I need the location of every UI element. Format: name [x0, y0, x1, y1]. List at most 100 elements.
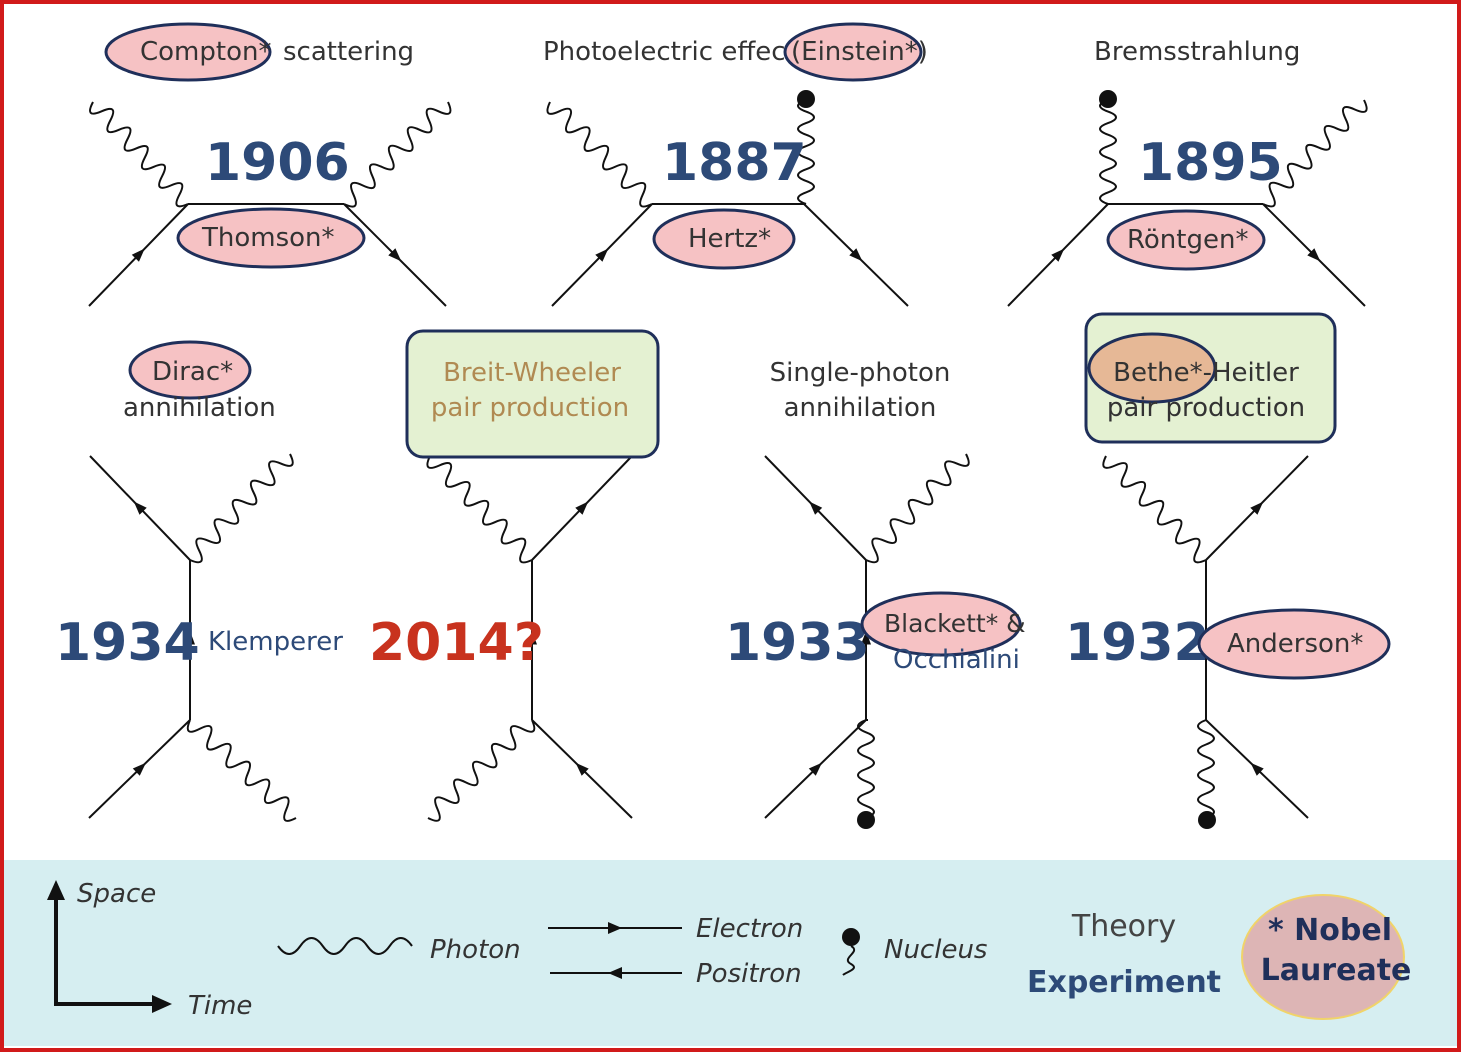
breit-wheeler-year: 2014? [369, 613, 544, 673]
legend-time: Time [188, 991, 252, 1021]
single-photon-nucleus [857, 811, 875, 829]
photoelectric-nucleus-photon [797, 99, 815, 205]
bremsstrahlung-incoming-electron-arrow [1051, 248, 1065, 262]
dirac-photon-bottom [186, 719, 297, 822]
photoelectric-incoming-electron-arrow [595, 248, 609, 262]
single-photon-photon [865, 453, 970, 564]
breit-wheeler-photon-top [426, 455, 533, 564]
breit-wheeler-photon-bottom [427, 719, 536, 822]
bremsstrahlung-panel: Bremsstrahlung 1895 Röntgen* [1094, 37, 1300, 271]
bethe-heitler-electron-arrow [1250, 501, 1264, 515]
compton-incoming-electron-arrow [131, 248, 145, 262]
dirac-year: 1934 [55, 613, 200, 673]
legend-nucleus-dot [842, 928, 860, 946]
bethe-heitler-line2: pair production [1107, 393, 1305, 423]
klemperer-label: Klemperer [208, 627, 343, 657]
legend-electron-arrow [608, 922, 622, 934]
legend-nobel-line2: Laureate [1261, 953, 1412, 988]
bremsstrahlung-title: Bremsstrahlung [1094, 37, 1300, 67]
single-photon-electron-arrow [808, 762, 822, 776]
photoelectric-outgoing-electron-arrow [849, 248, 863, 262]
space-arrowhead [47, 880, 65, 900]
bremsstrahlung-nucleus [1099, 90, 1117, 108]
breit-wheeler-electron-arrow [575, 501, 589, 515]
bethe-laureate-ellipse [1087, 332, 1217, 404]
bremsstrahlung-outgoing-electron-arrow [1307, 248, 1321, 262]
single-photon-panel: Single-photon annihilation 1933 Blackett… [725, 358, 1026, 675]
bethe-heitler-year: 1932 [1065, 613, 1210, 673]
hertz-label: Hertz* [688, 224, 771, 254]
blackett-laureate-ellipse [860, 591, 1022, 657]
dirac-title: annihilation [123, 393, 276, 423]
bethe-heitler-positron-arrow [1250, 762, 1264, 776]
blackett-label: Blackett* & [884, 609, 1026, 638]
occhialini-label: Occhialini [893, 645, 1020, 675]
bremsstrahlung-nucleus-photon [1099, 99, 1117, 205]
compton-title-process: scattering [283, 37, 414, 67]
nobel-laureate-badge [1241, 894, 1405, 1020]
compton-year: 1906 [205, 133, 350, 193]
photoelectric-year: 1887 [662, 133, 807, 193]
dirac-laureate-ellipse [128, 340, 252, 400]
single-photon-line2: annihilation [784, 393, 937, 423]
breit-wheeler-panel: Breit-Wheeler pair production 2014? [369, 329, 660, 673]
breit-wheeler-positron-arrow [575, 762, 589, 776]
bethe-heitler-panel: Bethe*-Heitler pair production 1932 Ande… [1065, 312, 1391, 680]
legend-band [4, 860, 1457, 1046]
diagram-lines [88, 90, 1368, 955]
legend-photon-squiggle [277, 937, 413, 955]
bremsstrahlung-year: 1895 [1138, 133, 1283, 193]
photoelectric-title: Photoelectric effect [543, 37, 796, 67]
legend-nucleus-squiggle [842, 945, 856, 976]
single-photon-positron-arrow [809, 501, 823, 515]
compton-incoming-photon [89, 101, 189, 208]
legend-nobel-line1: * Nobel [1268, 913, 1392, 948]
compton-outgoing-photon [343, 101, 452, 208]
hertz-laureate-ellipse [652, 208, 796, 270]
legend-experiment: Experiment [1027, 965, 1221, 1000]
rontgen-label: Röntgen* [1127, 225, 1248, 255]
legend-space: Space [77, 879, 156, 909]
rontgen-laureate-ellipse [1106, 209, 1266, 271]
breit-wheeler-line1: Breit-Wheeler [443, 358, 621, 388]
dirac-label: Dirac* [152, 357, 233, 387]
dirac-photon-top [189, 453, 294, 564]
thomson-label: Thomson* [201, 223, 335, 253]
einstein-label: (Einstein*) [791, 37, 928, 67]
single-photon-year: 1933 [725, 613, 870, 673]
legend-electron: Electron [696, 914, 803, 944]
compton-title-name: Compton* [140, 37, 271, 67]
breit-wheeler-line2: pair production [431, 393, 629, 423]
legend-positron: Positron [696, 959, 802, 989]
breit-wheeler-propagator-arrow [527, 631, 537, 645]
legend-nucleus: Nucleus [884, 935, 987, 965]
bethe-heitler-nucleus [1198, 811, 1216, 829]
anderson-laureate-ellipse [1197, 608, 1391, 680]
bethe-heitler-nucleus-photon [1197, 719, 1215, 819]
single-photon-line1: Single-photon [770, 358, 951, 388]
photoelectric-nucleus [797, 90, 815, 108]
thomson-laureate-ellipse [176, 207, 366, 269]
bremsstrahlung-emitted-photon [1262, 99, 1368, 208]
space-time-axes [54, 888, 160, 1006]
legend-theory: Theory [1071, 909, 1176, 944]
time-arrowhead [152, 995, 172, 1013]
legend-positron-arrow [608, 967, 622, 979]
compton-panel: Compton* scattering 1906 Thomson* [104, 22, 414, 269]
legend-photon: Photon [430, 935, 521, 965]
compton-laureate-ellipse [104, 22, 272, 82]
single-photon-nucleus-photon [857, 719, 875, 819]
photoelectric-photon [546, 101, 653, 208]
einstein-laureate-ellipse [783, 22, 923, 82]
anderson-label: Anderson* [1227, 629, 1363, 659]
bethe-heitler-line1: Bethe*-Heitler [1113, 358, 1299, 388]
dirac-panel: Dirac* annihilation 1934 Klemperer [55, 340, 343, 673]
breit-wheeler-theory-box [405, 329, 660, 459]
dirac-propagator-arrow [185, 631, 195, 645]
compton-outgoing-electron-arrow [388, 248, 402, 262]
bethe-heitler-photon [1102, 455, 1207, 564]
legend: Space Time Photon Electron Positron Nucl… [47, 879, 1411, 1021]
dirac-electron-arrow [132, 762, 146, 776]
single-photon-propagator-arrow [861, 631, 871, 645]
